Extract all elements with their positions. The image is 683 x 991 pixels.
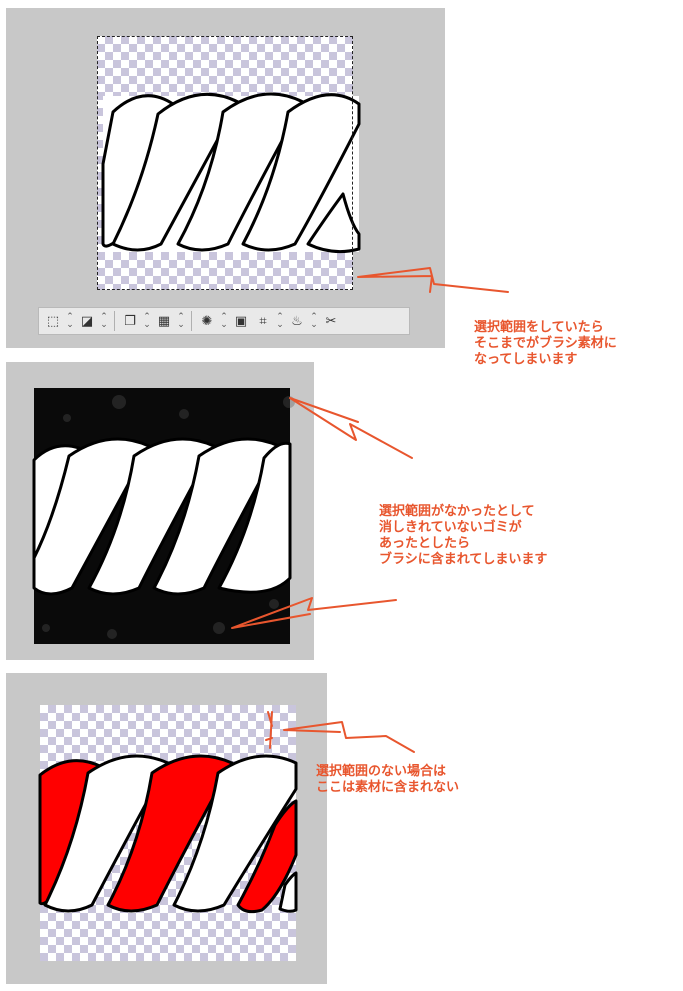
note-line: ここは素材に含まれない xyxy=(316,780,460,795)
note-line: 選択範囲をしていたら xyxy=(474,320,604,335)
chevron-updown-icon[interactable]: ⌃⌄ xyxy=(143,312,151,330)
example-panel-no-selection-transparent xyxy=(6,673,327,984)
example-panel-no-selection-dirt xyxy=(6,362,314,660)
note-line: あったとしたら xyxy=(379,536,471,551)
note-line: そこまでがブラシ素材に xyxy=(474,336,617,351)
paste-layer-icon[interactable]: ▦ xyxy=(157,313,171,329)
rope-illustration xyxy=(32,395,295,639)
annotation-note-3: 選択範囲のない場合は ここは素材に含まれない xyxy=(316,764,459,796)
note-line: 消しきれていないゴミが xyxy=(379,520,522,535)
annotation-note-1: 選択範囲をしていたら そこまでがブラシ素材に なってしまいます xyxy=(474,320,617,368)
rope-illustration-red-white xyxy=(38,754,298,914)
invert-selection-icon[interactable]: ◪ xyxy=(80,313,94,329)
note-line: なってしまいます xyxy=(474,352,578,367)
note-line: ブラシに含まれてしまいます xyxy=(379,552,548,567)
chevron-updown-icon[interactable]: ⌃⌄ xyxy=(220,312,228,330)
shrink-selection-icon[interactable]: ▣ xyxy=(234,313,248,329)
toolbar-divider xyxy=(191,311,192,331)
crop-cut-icon[interactable]: ✂ xyxy=(325,313,337,329)
note-line: 選択範囲のない場合は xyxy=(316,764,447,779)
annotation-note-2: 選択範囲がなかったとして 消しきれていないゴミが あったとしたら ブラシに含まれ… xyxy=(379,504,547,568)
fill-selection-icon[interactable]: ♨ xyxy=(291,313,303,329)
transform-icon[interactable]: ⌗ xyxy=(259,313,267,329)
selection-marquee[interactable] xyxy=(97,36,353,290)
rope-illustration xyxy=(101,92,361,254)
selection-launcher-toolbar: ⬚ ⌃⌄ ◪ ⌃⌄ ❐ ⌃⌄ ▦ ⌃⌄ ✺ ⌃⌄ ▣ ⌗ ⌃⌄ ♨ ⌃⌄ ✂ xyxy=(38,307,410,335)
example-panel-selection: ⬚ ⌃⌄ ◪ ⌃⌄ ❐ ⌃⌄ ▦ ⌃⌄ ✺ ⌃⌄ ▣ ⌗ ⌃⌄ ♨ ⌃⌄ ✂ xyxy=(6,8,445,348)
toolbar-divider xyxy=(114,311,115,331)
chevron-updown-icon[interactable]: ⌃⌄ xyxy=(66,312,74,330)
chevron-updown-icon[interactable]: ⌃⌄ xyxy=(276,312,284,330)
copy-layer-icon[interactable]: ❐ xyxy=(124,313,136,329)
deselect-icon[interactable]: ⬚ xyxy=(46,313,60,329)
chevron-updown-icon[interactable]: ⌃⌄ xyxy=(100,312,108,330)
note-line: 選択範囲がなかったとして xyxy=(379,504,535,519)
expand-selection-icon[interactable]: ✺ xyxy=(201,313,213,329)
chevron-updown-icon[interactable]: ⌃⌄ xyxy=(177,312,185,330)
chevron-updown-icon[interactable]: ⌃⌄ xyxy=(310,312,318,330)
